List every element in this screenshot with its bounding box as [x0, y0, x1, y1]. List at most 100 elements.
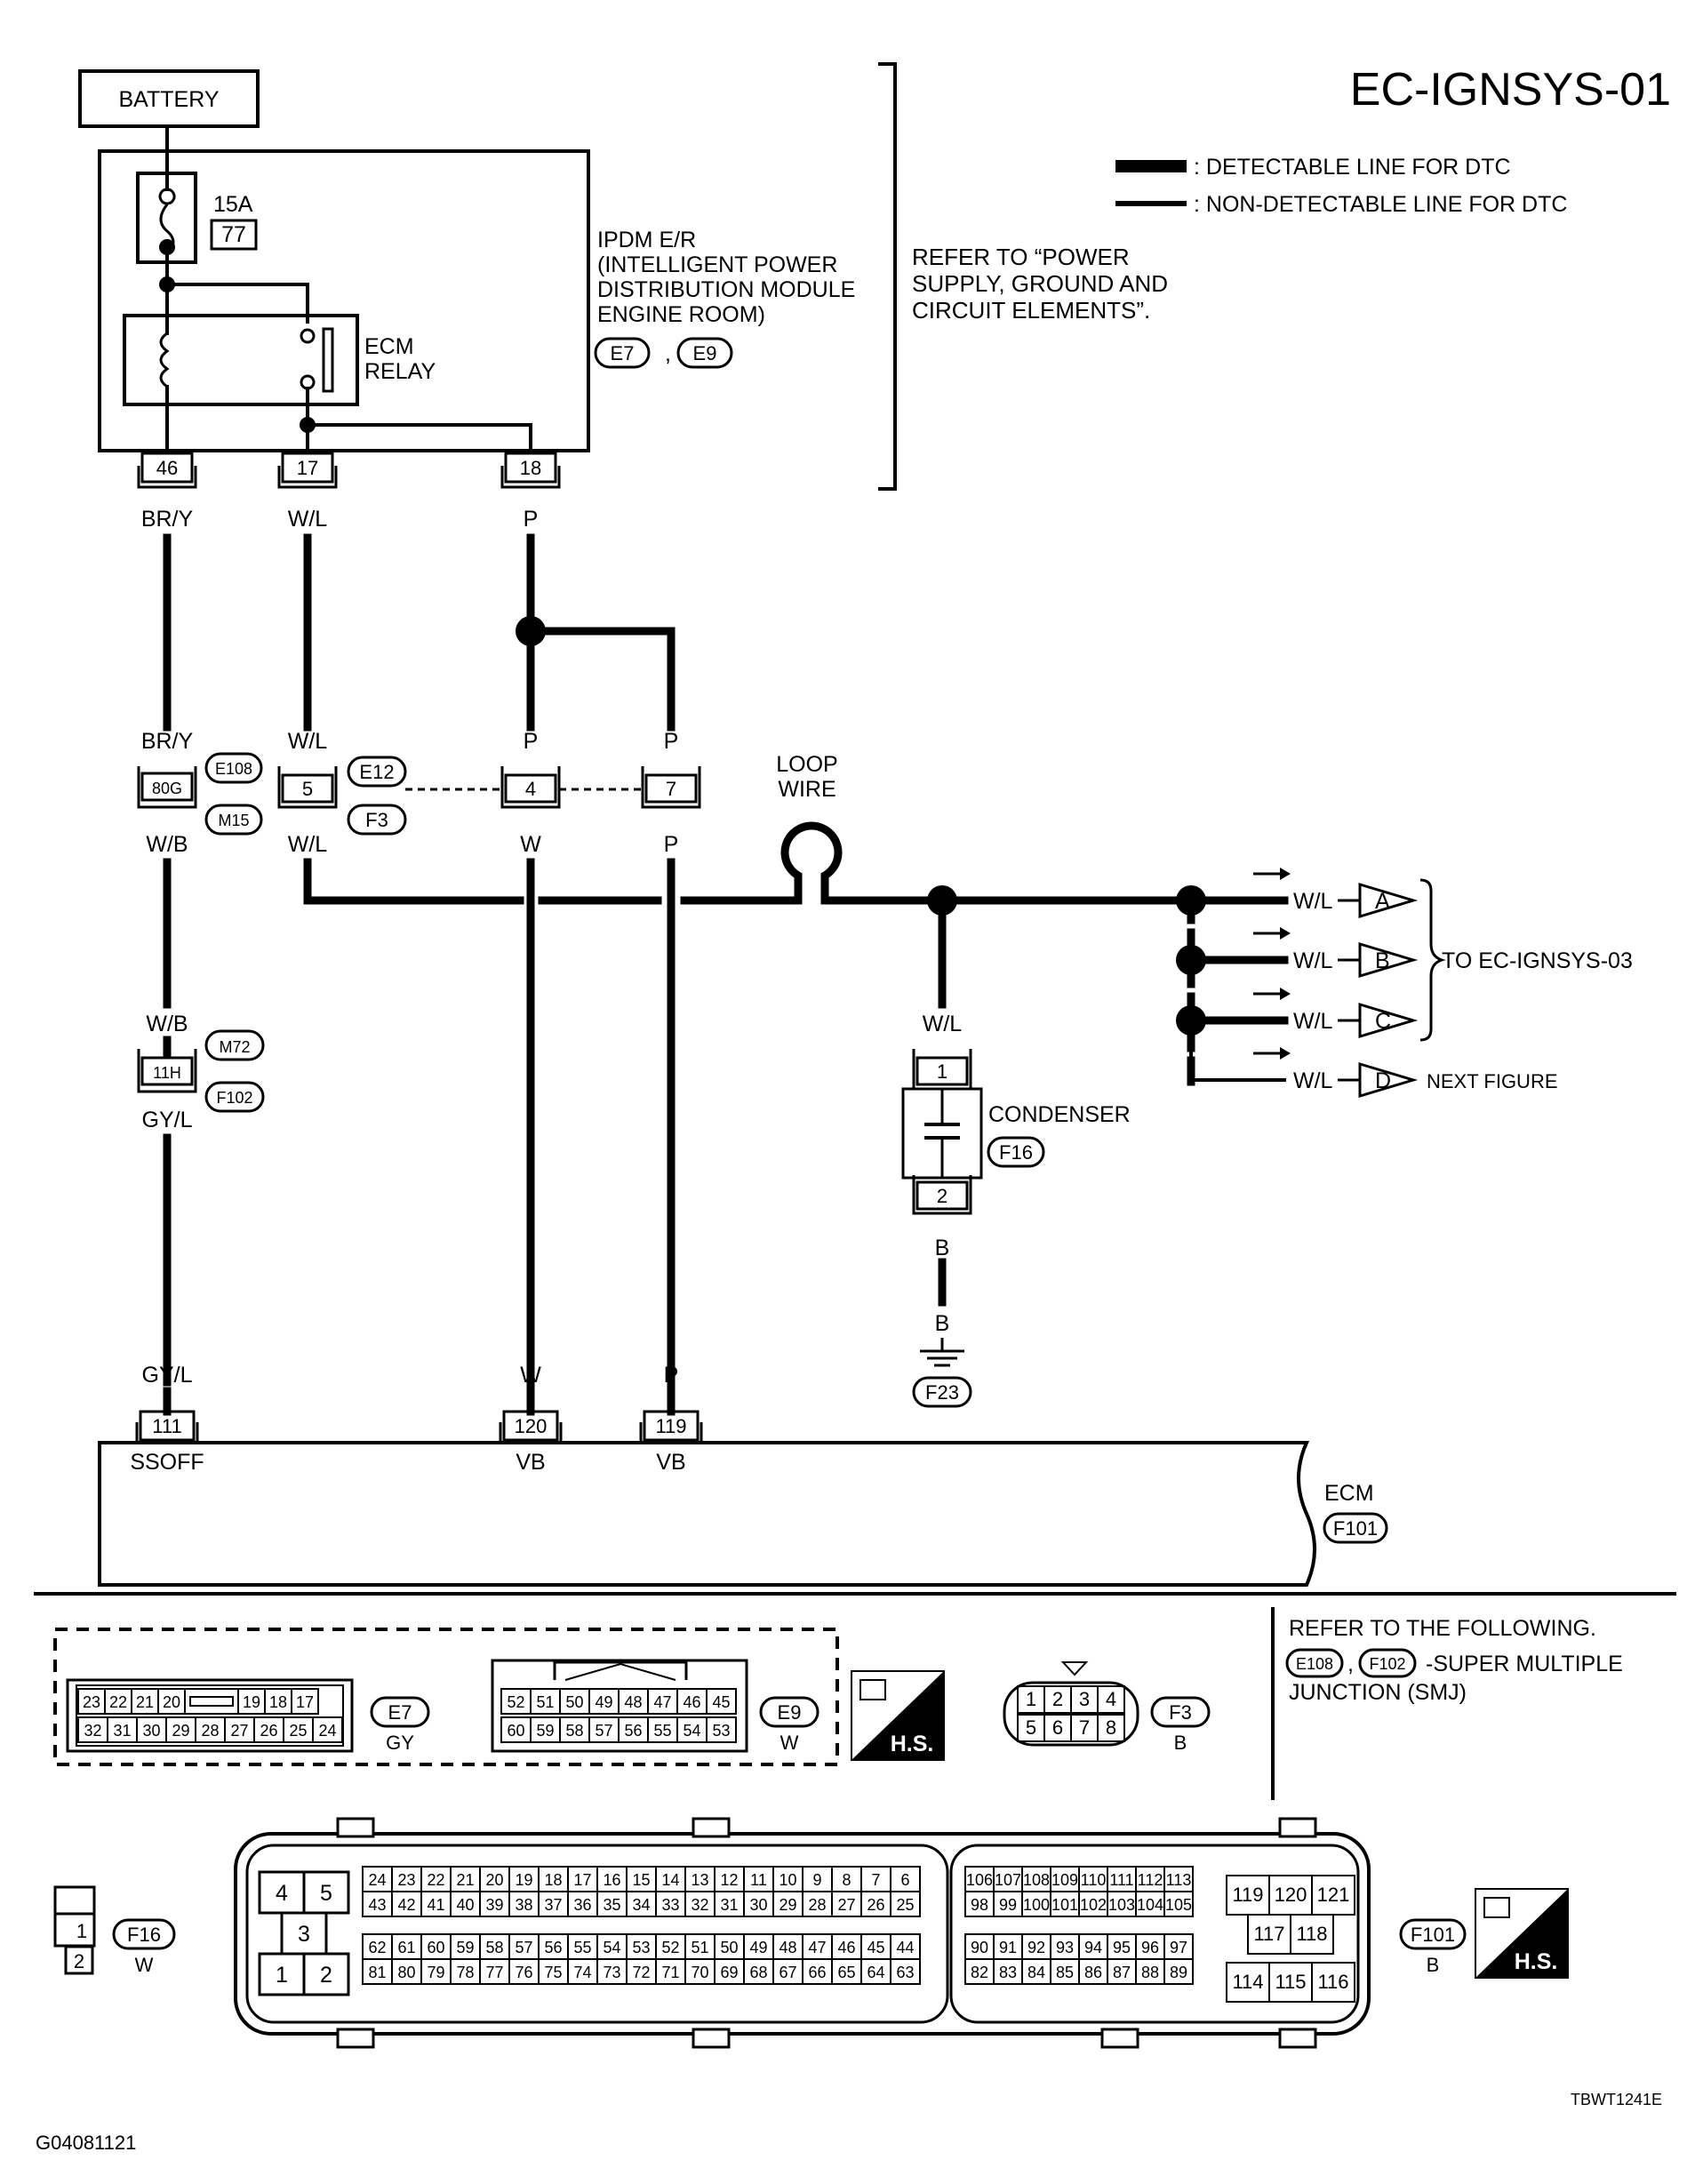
- pin-cell: 50: [565, 1693, 583, 1711]
- pin-cell: 73: [603, 1964, 620, 1981]
- pin-cell: 114: [1232, 1971, 1263, 1993]
- pin-cell: 37: [544, 1896, 562, 1914]
- svg-text:2: 2: [320, 1963, 332, 1988]
- conn-f101-view-badge: [1399, 1918, 1467, 1950]
- relay-coil-icon: [159, 332, 170, 388]
- page-title: EC-IGNSYS-01: [1350, 64, 1671, 116]
- pin-cell: 11: [750, 1871, 767, 1889]
- svg-text:F16: F16: [127, 1924, 161, 1946]
- refer-note-1: REFER TO “POWER: [912, 244, 1130, 270]
- footer-code: TBWT1241E: [1571, 2091, 1662, 2108]
- svg-text:WIRE: WIRE: [778, 777, 836, 802]
- svg-text:46: 46: [156, 457, 178, 479]
- svg-text:17: 17: [297, 457, 318, 479]
- pin-cell: 9: [812, 1871, 821, 1889]
- svg-text:7: 7: [666, 778, 676, 800]
- pin-cell: 97: [1170, 1939, 1187, 1956]
- pin-cell: 10: [779, 1871, 796, 1889]
- pin-cell: 57: [595, 1722, 612, 1740]
- ecm-pin-119: 119: [639, 1410, 703, 1444]
- pin-cell: 100: [1023, 1896, 1050, 1914]
- pin-cell: 84: [1027, 1964, 1045, 1981]
- ecm-box: [98, 1441, 1316, 1587]
- battery-label: BATTERY: [119, 87, 220, 112]
- svg-text:B: B: [1375, 948, 1390, 973]
- pin-cell: 52: [661, 1939, 679, 1956]
- pin-cell: 52: [507, 1693, 524, 1711]
- svg-text:119: 119: [655, 1415, 686, 1437]
- pin-cell: 105: [1165, 1896, 1192, 1914]
- conn-e9-view-badge: [759, 1696, 820, 1728]
- svg-text:SSOFF: SSOFF: [130, 1450, 204, 1475]
- svg-text:GY/L: GY/L: [142, 1108, 193, 1132]
- conn-e12-badge: [347, 756, 407, 788]
- svg-text:18: 18: [520, 457, 541, 479]
- svg-text:120: 120: [515, 1415, 548, 1437]
- pin-cell: 80: [397, 1964, 415, 1981]
- svg-text:F101: F101: [1411, 1924, 1455, 1946]
- output-c: W/L C: [1253, 988, 1419, 1039]
- svg-text:80G: 80G: [152, 780, 182, 797]
- svg-text:E108: E108: [1296, 1655, 1333, 1673]
- ecm-pin-120: 120: [499, 1410, 563, 1444]
- pin-cell: 26: [260, 1722, 277, 1740]
- svg-text:P: P: [664, 729, 679, 754]
- pin-cell: 22: [427, 1871, 444, 1889]
- svg-text:E9: E9: [693, 342, 717, 364]
- output-d: W/L D: [1253, 1047, 1419, 1099]
- pin-cell: 3: [1079, 1688, 1090, 1710]
- pin-cell: 22: [109, 1693, 127, 1711]
- svg-text:BR/Y: BR/Y: [141, 729, 194, 754]
- pin-cell: 31: [720, 1896, 738, 1914]
- pin-cell: 50: [720, 1939, 738, 1956]
- pin-cell: 49: [595, 1693, 612, 1711]
- pin-cell: 16: [603, 1871, 620, 1889]
- ipdm-connectors-group: [53, 1628, 839, 1766]
- pin-cell: 115: [1275, 1971, 1306, 1993]
- pin-cell: 27: [837, 1896, 855, 1914]
- output-a: W/L A: [1253, 868, 1419, 919]
- wire-w-l-main: [303, 858, 524, 905]
- conn-f102-badge: [204, 1081, 265, 1113]
- pin-cell: 121: [1317, 1884, 1350, 1906]
- refer-bracket: [878, 62, 897, 491]
- pin-cell: 108: [1023, 1871, 1050, 1889]
- pin-cell: 23: [397, 1871, 415, 1889]
- relay-contact-icon: [322, 327, 334, 393]
- conn-f101-badge: [1323, 1512, 1388, 1544]
- pin-cell: 103: [1108, 1896, 1135, 1914]
- pin-cell: 24: [368, 1871, 386, 1889]
- pin-cell: 17: [296, 1693, 314, 1711]
- pin-cell: 6: [1052, 1716, 1063, 1739]
- pin-cell: 41: [427, 1896, 444, 1914]
- svg-text:W/L: W/L: [923, 1012, 963, 1036]
- svg-text:W/B: W/B: [146, 1012, 188, 1036]
- pin-cell: 81: [368, 1964, 386, 1981]
- svg-text:W/L: W/L: [288, 507, 328, 532]
- pin-cell: 28: [808, 1896, 826, 1914]
- pin-cell: 58: [485, 1939, 503, 1956]
- svg-text:5: 5: [320, 1881, 332, 1906]
- ground-icon: [920, 1349, 964, 1367]
- svg-text:F102: F102: [216, 1089, 252, 1107]
- svg-text:E7: E7: [388, 1701, 412, 1724]
- ipdm-pin-18: 18: [500, 452, 561, 489]
- ipdm-label-3: DISTRIBUTION MODULE: [597, 277, 855, 302]
- pin-cell: 7: [1079, 1716, 1090, 1739]
- refer-note-3: CIRCUIT ELEMENTS”.: [912, 297, 1150, 324]
- pin-cell: 56: [544, 1939, 562, 1956]
- svg-text:,: ,: [665, 341, 671, 366]
- pin-cell: 20: [163, 1693, 180, 1711]
- svg-text:VB: VB: [516, 1450, 545, 1475]
- svg-text:M15: M15: [218, 812, 249, 829]
- pin-cell: 61: [397, 1939, 415, 1956]
- ecm-pin-111: 111: [135, 1410, 199, 1444]
- conn-f3-view-badge: [1150, 1696, 1211, 1728]
- svg-text:11H: 11H: [153, 1064, 181, 1082]
- pin-cell: 25: [289, 1722, 307, 1740]
- pin-cell: 29: [172, 1722, 189, 1740]
- svg-text:3: 3: [298, 1922, 310, 1947]
